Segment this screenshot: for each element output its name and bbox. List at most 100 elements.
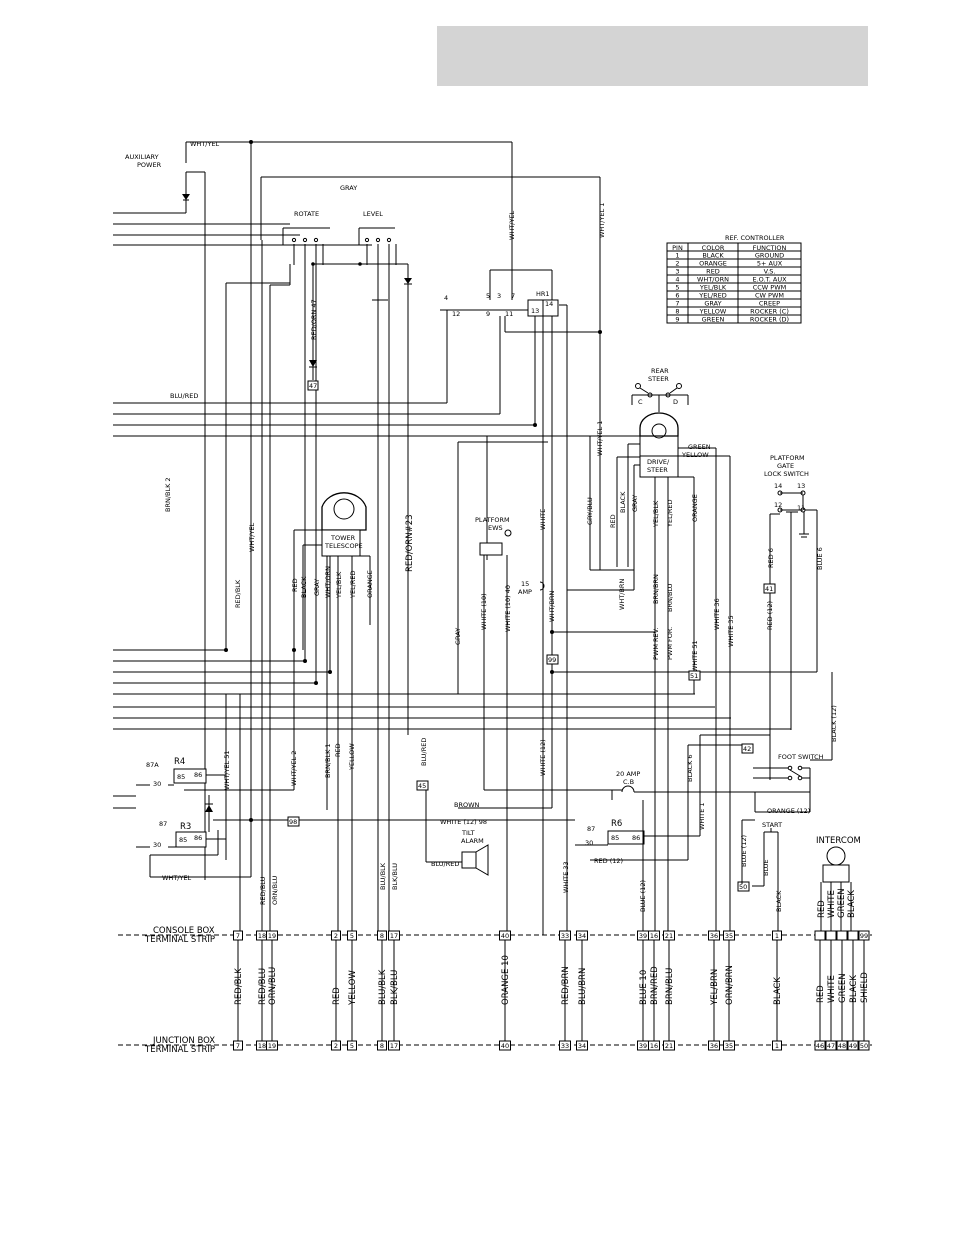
svg-text:BLU/BLK: BLU/BLK xyxy=(379,862,387,890)
svg-text:BLUE: BLUE xyxy=(762,859,770,876)
svg-text:START: START xyxy=(762,821,782,829)
svg-text:WHT/BRN: WHT/BRN xyxy=(618,579,626,610)
terminal-number: 16 xyxy=(650,1042,658,1050)
svg-text:30: 30 xyxy=(153,841,161,849)
svg-text:BRN/BLK 1: BRN/BLK 1 xyxy=(324,743,332,778)
svg-text:85: 85 xyxy=(611,834,619,842)
svg-text:GREEN: GREEN xyxy=(688,443,711,451)
terminal-number: 39 xyxy=(639,1042,647,1050)
ref-cell: WHT/ORN xyxy=(697,276,729,284)
svg-text:3: 3 xyxy=(497,292,501,300)
between-label: ORANGE 10 xyxy=(501,955,511,1005)
svg-text:YEL/RED: YEL/RED xyxy=(349,570,357,599)
ref-cell: BLACK xyxy=(702,252,724,260)
svg-text:45: 45 xyxy=(418,782,426,790)
ref-cell: V.S. xyxy=(764,268,776,276)
terminal-number: 35 xyxy=(725,1042,733,1050)
svg-text:TILT: TILT xyxy=(461,829,475,837)
ref-cell: YEL/BLK xyxy=(699,284,727,292)
marker-47: 47 xyxy=(309,382,317,390)
platform-ews: PLATFORM EWS 15 AMP xyxy=(458,516,817,935)
svg-text:WHT/YEL: WHT/YEL xyxy=(508,210,516,240)
intercom-wire-label: RED xyxy=(817,900,827,918)
svg-text:TELESCOPE: TELESCOPE xyxy=(324,542,363,550)
terminal-box xyxy=(499,1040,511,1051)
terminal-number: 21 xyxy=(665,1042,673,1050)
svg-text:DRIVE/: DRIVE/ xyxy=(647,458,670,466)
between-label: BRN/RED xyxy=(650,966,660,1005)
svg-text:87: 87 xyxy=(159,820,167,828)
terminal-number: 21 xyxy=(665,932,673,940)
ref-cell: 5+ AUX xyxy=(757,260,783,268)
svg-text:BLUE (12): BLUE (12) xyxy=(740,835,748,867)
svg-text:20 AMP: 20 AMP xyxy=(616,770,640,778)
svg-text:BRN/BLK 2: BRN/BLK 2 xyxy=(164,477,172,512)
intercom-terminal-number: 49 xyxy=(849,1042,857,1050)
wire-markers: 98 45 99 51 41 42 50 xyxy=(287,583,776,892)
intercom-terminal-number: 48 xyxy=(838,1042,846,1050)
ref-cell: YEL/RED xyxy=(698,292,727,300)
intercom-terminal xyxy=(814,1040,826,1051)
intercom-between-label: GREEN xyxy=(838,973,848,1003)
svg-text:BRN/BLU: BRN/BLU xyxy=(666,583,674,612)
svg-text:5: 5 xyxy=(486,292,490,300)
terminal-number: 34 xyxy=(578,932,586,940)
svg-text:POWER: POWER xyxy=(137,161,162,169)
terminal-number: 40 xyxy=(501,932,509,940)
svg-text:WHT/YEL: WHT/YEL xyxy=(248,522,256,552)
terminal-box xyxy=(559,1040,571,1051)
intercom-between-label: BLACK xyxy=(849,975,859,1003)
svg-text:R4: R4 xyxy=(174,757,185,767)
svg-text:14: 14 xyxy=(545,300,553,308)
svg-text:R3: R3 xyxy=(180,822,191,832)
between-label: BLU/BRN xyxy=(578,968,588,1005)
svg-text:BLACK (12): BLACK (12) xyxy=(830,705,838,742)
ref-cell: ROCKER (C) xyxy=(750,308,789,316)
svg-text:RED: RED xyxy=(609,514,617,528)
between-label: RED/BRN xyxy=(561,966,571,1005)
terminal-number: 33 xyxy=(561,1042,569,1050)
svg-text:AUXILIARY: AUXILIARY xyxy=(125,153,159,161)
svg-text:BLACK: BLACK xyxy=(775,890,783,912)
terminal-number: 1 xyxy=(775,932,779,940)
intercom-between-label: RED xyxy=(816,985,826,1003)
svg-text:TERMINAL STRIP: TERMINAL STRIP xyxy=(144,1045,215,1055)
intercom-terminal xyxy=(814,930,826,941)
svg-text:REF. CONTROLLER: REF. CONTROLLER xyxy=(725,234,785,242)
svg-text:9: 9 xyxy=(486,310,490,318)
terminal-number: 1 xyxy=(775,1042,779,1050)
terminal-number: 19 xyxy=(268,1042,276,1050)
svg-text:42: 42 xyxy=(743,745,751,753)
terminal-number: 8 xyxy=(380,932,384,940)
hr1-label: HR1 xyxy=(536,290,550,298)
ref-cell: 5 xyxy=(675,284,679,292)
svg-text:86: 86 xyxy=(194,834,202,842)
intercom-between-label: WHITE xyxy=(827,975,837,1003)
svg-text:41: 41 xyxy=(765,585,773,593)
ref-cell: CW PWM xyxy=(755,292,784,300)
between-label: YEL/BRN xyxy=(710,969,720,1006)
wire-label-blu-red: BLU/RED xyxy=(170,392,198,400)
hr1-relay: HR1 14 13 4 5 3 7 12 9 11 BLU/RED xyxy=(170,269,602,820)
intercom-terminal-number: 50 xyxy=(860,1042,868,1050)
terminal-number: 5 xyxy=(350,932,354,940)
intercom-terminal xyxy=(825,1040,837,1051)
svg-text:BRN/BRN: BRN/BRN xyxy=(652,574,660,604)
between-label: BLU/BLK xyxy=(378,969,388,1005)
svg-text:PWM FOR.: PWM FOR. xyxy=(666,627,674,660)
terminal-box xyxy=(233,1040,243,1051)
svg-text:WHITE 33: WHITE 33 xyxy=(562,861,570,893)
terminal-number: 2 xyxy=(334,932,338,940)
svg-text:WHT/YEL: WHT/YEL xyxy=(162,874,192,882)
terminal-box xyxy=(663,1040,675,1051)
intercom-terminal xyxy=(858,1040,870,1051)
between-label: ORN/BRN xyxy=(725,965,735,1005)
svg-text:85: 85 xyxy=(179,836,187,844)
svg-text:85: 85 xyxy=(177,773,185,781)
svg-text:WHITE 1: WHITE 1 xyxy=(698,802,706,830)
svg-text:99: 99 xyxy=(548,656,556,664)
